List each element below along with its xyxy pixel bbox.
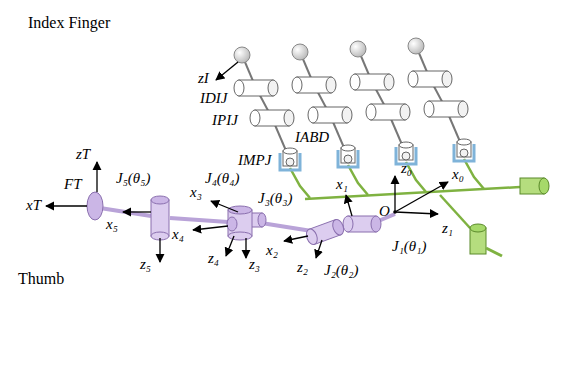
drawing-part: [394, 176, 395, 212]
axis-label: x₀: [452, 166, 464, 183]
drawing-part: [350, 41, 426, 192]
drawing-part: [100, 208, 151, 216]
title-label: Index Finger: [28, 14, 110, 32]
drawing-part: [46, 205, 87, 206]
axis-label: x₃: [190, 184, 202, 201]
drawing-part: [227, 217, 237, 231]
axis-label: z₁: [442, 220, 453, 237]
joint-label: J₅(θ₅): [116, 170, 150, 187]
drawing-part: [228, 232, 252, 240]
axis-label: x₁: [336, 176, 348, 193]
thumb-chain: [87, 192, 395, 246]
axis-label: z₄: [208, 250, 219, 267]
drawing-part: [304, 218, 345, 246]
drawing-part: [123, 211, 151, 212]
axis-arrow: [216, 62, 238, 80]
drawing-part: [234, 47, 310, 198]
drawing-part: [284, 236, 308, 241]
axis-label: x₄: [172, 226, 184, 243]
origin-dot: [393, 210, 397, 214]
joint-label: J₂(θ₂): [324, 262, 358, 279]
drawing-part: [96, 162, 97, 192]
drawing-part: [395, 182, 448, 212]
joint-label: J₁(θ₁): [392, 238, 426, 255]
axis-label: z₃: [249, 256, 260, 273]
force-label: FT: [64, 176, 82, 193]
drawing-part: [258, 213, 266, 227]
joint-label: IABD: [295, 129, 329, 146]
drawing-part: [193, 226, 228, 230]
drawing-part: [292, 44, 368, 195]
drawing-part: [470, 224, 486, 232]
axis-label: z₂: [297, 259, 308, 276]
origin-label: O: [379, 203, 390, 220]
axis-label: z₀: [401, 160, 412, 177]
title-label: Thumb: [18, 270, 64, 288]
joint-label: J₄(θ₄): [205, 170, 239, 187]
drawing-part: [170, 218, 228, 222]
drawing-part: [87, 192, 103, 220]
joint-label: J₃(θ₃): [258, 190, 292, 207]
axis-label: x₂: [266, 242, 278, 259]
axis-label: zI: [198, 70, 209, 87]
drawing-part: [245, 238, 246, 258]
axis-label: z₅: [140, 256, 151, 273]
axis-label: zT: [76, 146, 90, 163]
joint-label: IMPJ: [238, 152, 271, 169]
drawing-part: [151, 200, 169, 236]
drawing-part: [159, 238, 160, 262]
drawing-part: [151, 196, 169, 204]
joint-label: IPIJ: [212, 112, 238, 129]
drawing-part: [486, 248, 502, 256]
joint-label: IDIJ: [200, 90, 227, 107]
drawing-part: [226, 236, 234, 256]
drawing-part: [346, 195, 352, 216]
drawing-part: [408, 38, 484, 189]
drawing-part: [211, 201, 238, 212]
drawing-part: [343, 216, 353, 232]
drawing-part: [539, 178, 549, 194]
axis-label: xT: [26, 197, 41, 214]
drawing-part: [331, 218, 346, 236]
drawing-part: [316, 240, 322, 258]
drawing-part: [395, 212, 438, 214]
axis-label: x₅: [106, 216, 118, 233]
axis-arrows: [46, 162, 448, 262]
